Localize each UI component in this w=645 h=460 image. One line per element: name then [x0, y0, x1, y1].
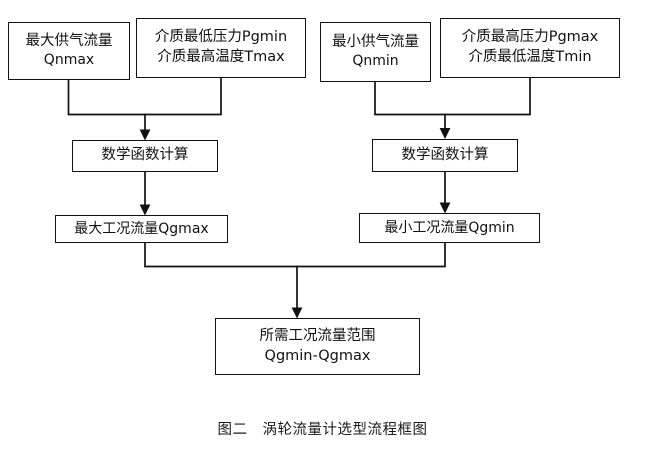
node-qnmax-line1: 最大供气流量 — [25, 32, 113, 49]
edge-pgminmax-to-merge — [144, 78, 222, 116]
edge-qgmax-to-bottom-merge — [144, 243, 298, 268]
node-pgmin-tmax-line1: 介质最低压力Pgmin — [154, 29, 288, 46]
node-qgmax-label: 最大工况流量Qgmax — [74, 220, 209, 237]
arrowhead-range — [291, 307, 303, 319]
node-qnmin[interactable]: 最小供气流量 Qnmin — [320, 22, 431, 82]
node-calc-left[interactable]: 数学函数计算 — [72, 140, 218, 172]
node-pgmin-tmax-line2: 介质最高温度Tmax — [157, 49, 285, 65]
node-qgmax[interactable]: 最大工况流量Qgmax — [55, 215, 228, 243]
edge-qgmin-to-bottom-merge — [296, 243, 446, 268]
node-qnmin-line2: Qnmin — [352, 53, 399, 70]
arrowhead-qgmax — [139, 204, 151, 216]
node-pgmax-tmin-line2: 介质最低温度Tmin — [468, 49, 592, 65]
node-qgmin-label: 最小工况流量Qgmin — [384, 219, 515, 236]
node-range-line1: 所需工况流量范围 — [259, 327, 376, 344]
arrowhead-calc-right — [439, 128, 451, 139]
node-range[interactable]: 所需工况流量范围 Qgmin-Qgmax — [215, 318, 420, 375]
node-pgmin-tmax[interactable]: 介质最低压力Pgmin 介质最高温度Tmax — [136, 18, 306, 78]
node-range-line2: Qgmin-Qgmax — [264, 347, 371, 364]
figure-caption: 图二 涡轮流量计选型流程框图 — [217, 422, 428, 438]
edge-qnmin-to-merge — [374, 82, 446, 116]
arrowhead-calc-left — [139, 129, 151, 141]
node-qgmin[interactable]: 最小工况流量Qgmin — [359, 213, 540, 243]
arrowhead-qgmin — [439, 202, 451, 214]
node-calc-right[interactable]: 数学函数计算 — [372, 139, 518, 172]
node-qnmin-line1: 最小供气流量 — [332, 33, 419, 50]
node-calc-left-label: 数学函数计算 — [101, 147, 189, 164]
node-qnmax-line2: Qnmax — [43, 52, 95, 69]
edge-qnmax-to-merge — [67, 80, 146, 116]
node-qnmax[interactable]: 最大供气流量 Qnmax — [8, 22, 130, 80]
node-pgmax-tmin[interactable]: 介质最高压力Pgmax 介质最低温度Tmin — [440, 18, 620, 78]
node-pgmax-tmin-line1: 介质最高压力Pgmax — [461, 29, 599, 46]
node-calc-right-label: 数学函数计算 — [401, 146, 489, 163]
edge-pgmaxmin-to-merge — [444, 78, 531, 116]
